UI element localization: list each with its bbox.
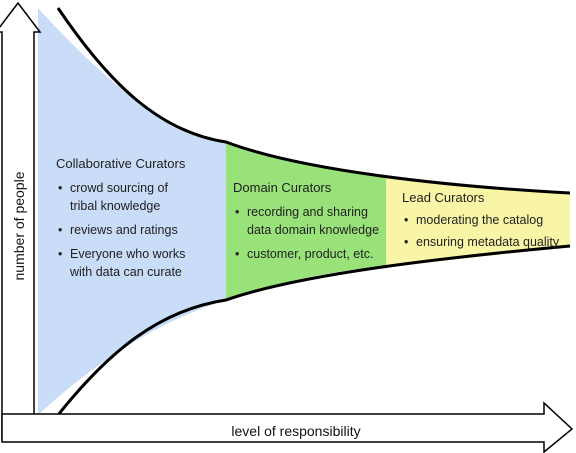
domain-curators-text: Domain Curators • recording and sharing dat… <box>233 180 379 261</box>
bullet-text: recording and sharing <box>247 205 368 219</box>
upper-curve <box>56 7 571 195</box>
x-axis-arrow <box>1 401 574 453</box>
bullet-text: data domain knowledge <box>247 223 379 237</box>
lead-region <box>386 177 570 266</box>
bullet-text: crowd sourcing of <box>70 181 168 195</box>
bullet-text: moderating the catalog <box>416 213 543 227</box>
bullet-text: with data can curate <box>69 265 182 279</box>
bullet-text: reviews and ratings <box>70 223 178 237</box>
bullet-text: Everyone who works <box>70 247 185 261</box>
bullet-text: ensuring metadata quality <box>416 235 560 249</box>
collaborative-curators-text: Collaborative Curators • crowd sourcing of… <box>56 156 186 279</box>
segment-title: Domain Curators <box>233 180 332 195</box>
lower-curve <box>56 244 571 416</box>
bullet-dot: • <box>58 247 62 261</box>
segment-title: Collaborative Curators <box>56 156 186 171</box>
y-axis-arrow <box>0 1 42 441</box>
bullet-dot: • <box>58 223 62 237</box>
x-axis-label: level of responsibility <box>231 423 360 439</box>
lead-curators-text: Lead Curators • moderating the catalog • ens… <box>402 190 560 249</box>
segment-title: Lead Curators <box>402 190 485 205</box>
domain-region <box>226 142 386 300</box>
bullet-text: customer, product, etc. <box>247 247 373 261</box>
y-axis-label: number of people <box>11 171 27 280</box>
bullet-text: tribal knowledge <box>70 199 160 213</box>
bullet-dot: • <box>235 247 239 261</box>
bullet-dot: • <box>404 213 408 227</box>
bullet-dot: • <box>404 235 408 249</box>
bullet-dot: • <box>235 205 239 219</box>
bullet-dot: • <box>58 181 62 195</box>
